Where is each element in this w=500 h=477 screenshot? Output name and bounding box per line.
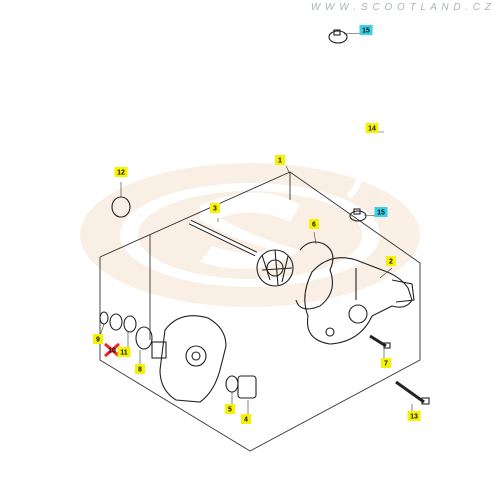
callout-tag-bg: [225, 404, 235, 414]
callout-6: 6: [309, 219, 319, 229]
callout-12: 12: [114, 167, 128, 177]
red-x-mark: [104, 342, 120, 358]
callout-8: 8: [135, 364, 145, 374]
callout-5: 5: [225, 404, 235, 414]
callout-tag-bg: [117, 347, 131, 357]
callout-tag-bg: [365, 123, 379, 133]
impeller-shaft: [188, 219, 294, 287]
callout-9: 9: [93, 334, 103, 344]
callout-15: 15: [359, 25, 373, 35]
callout-3: 3: [210, 203, 220, 213]
bearing-set: [99, 311, 137, 333]
callout-number: 4: [244, 417, 248, 424]
background-logo: [80, 163, 420, 307]
callout-tag-bg: [309, 219, 319, 229]
callout-tag-bg: [275, 155, 285, 165]
callout-tag-bg: [241, 414, 251, 424]
callout-number: 13: [410, 414, 418, 421]
callout-tag-bg: [359, 25, 373, 35]
callout-tag-bg: [386, 256, 396, 266]
callout-7: 7: [381, 358, 391, 368]
callout-13: 13: [407, 411, 421, 421]
callout-tag-bg: [135, 364, 145, 374]
water-hose: [271, 9, 370, 199]
callout-number: 15: [362, 28, 370, 35]
mechanical-seal: [225, 375, 257, 399]
callout-number: 8: [138, 367, 142, 374]
callout-number: 10: [108, 348, 116, 355]
callout-number: 1: [278, 158, 282, 165]
callout-tag-bg: [407, 411, 421, 421]
callout-tag-bg: [210, 203, 220, 213]
callout-number: 3: [213, 206, 217, 213]
callout-10: 10: [104, 342, 120, 358]
callout-11: 11: [117, 347, 131, 357]
o-ring-8: [135, 326, 153, 350]
hose-clamp-lower: [349, 208, 367, 222]
bolt-7: [369, 334, 391, 349]
callout-tag-bg: [374, 207, 388, 217]
site-watermark: W W W . S C O O T L A N D . C Z: [310, 2, 492, 13]
callout-2: 2: [386, 256, 396, 266]
callout-number: 6: [312, 222, 316, 229]
assembly-frame: [99, 171, 421, 452]
callout-number: 11: [120, 350, 128, 357]
callout-15: 15: [374, 207, 388, 217]
pump-cover: [151, 315, 227, 403]
callout-number: 12: [117, 170, 125, 177]
callout-number: 5: [228, 407, 232, 414]
hose-clamp-upper: [328, 29, 348, 44]
pump-housing: [304, 257, 415, 345]
callout-4: 4: [241, 414, 251, 424]
callout-1: 1: [275, 155, 285, 165]
callout-number: 7: [384, 361, 388, 368]
callout-tag-bg: [93, 334, 103, 344]
callout-14: 14: [365, 123, 379, 133]
bolt-13: [395, 380, 430, 405]
gasket: [295, 241, 334, 310]
callout-number: 2: [389, 259, 393, 266]
callout-tag-bg: [114, 167, 128, 177]
callout-tag-bg: [381, 358, 391, 368]
callout-number: 14: [368, 126, 376, 133]
callout-number: 15: [377, 210, 385, 217]
callout-number: 9: [96, 337, 100, 344]
